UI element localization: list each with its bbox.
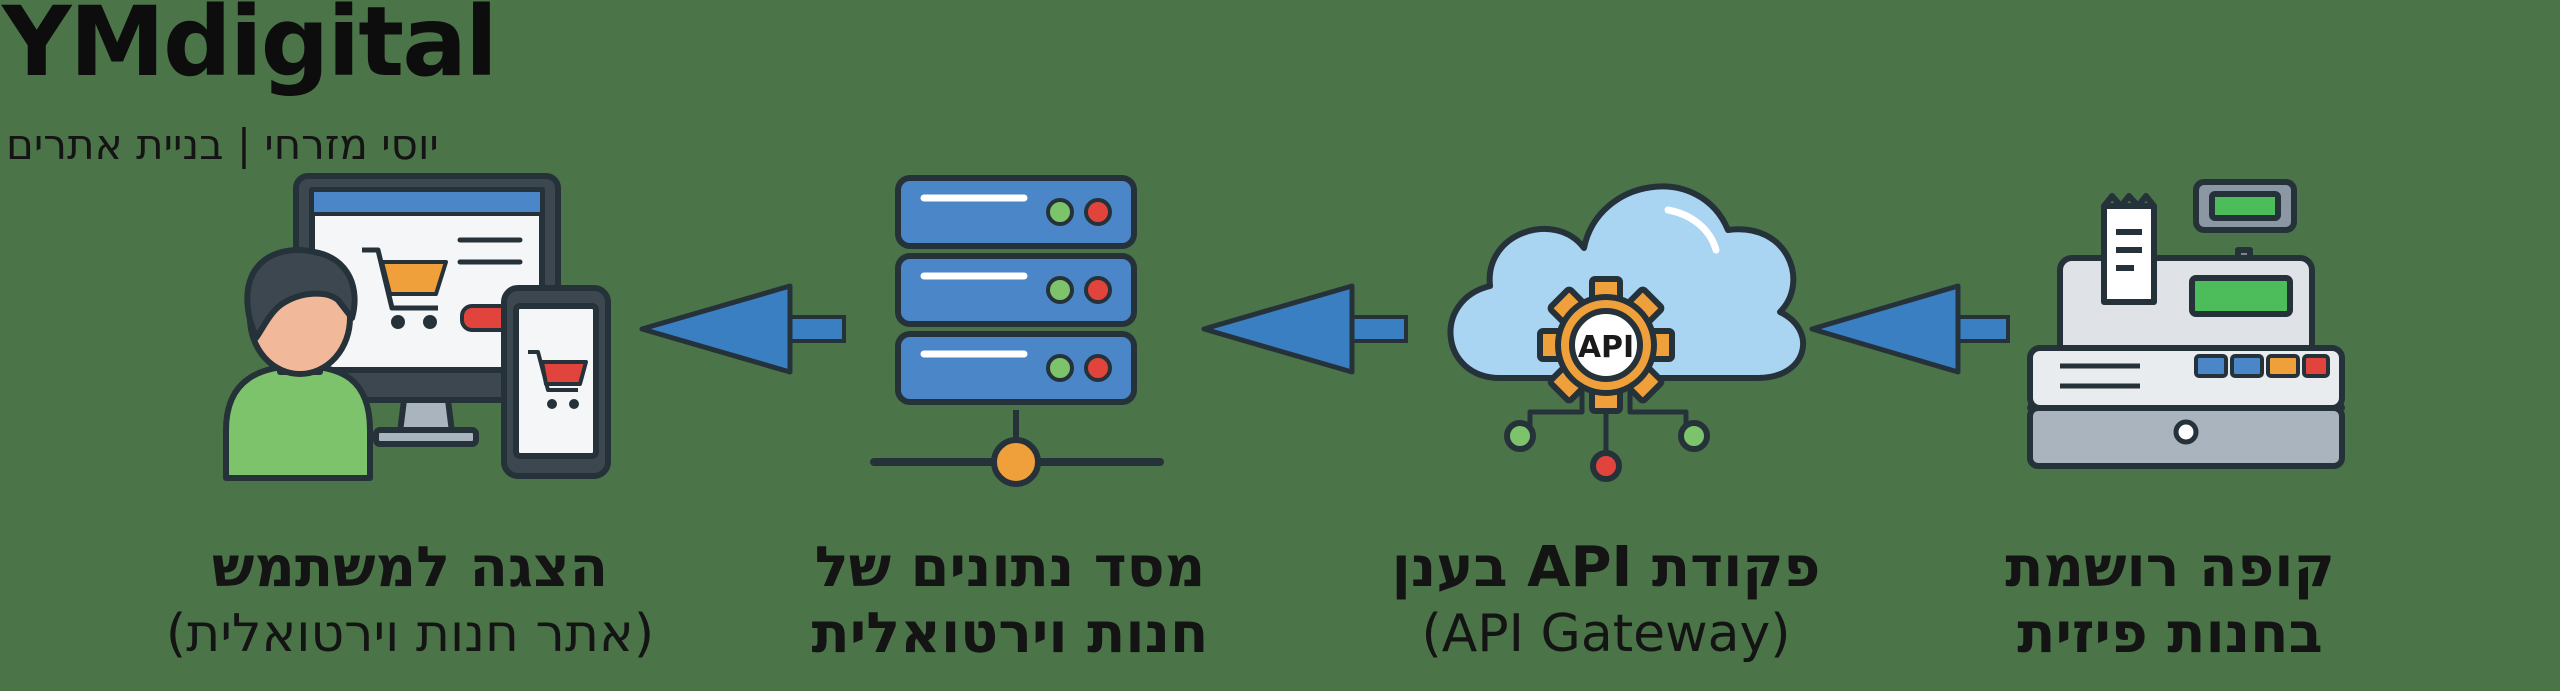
label-api-gateway-line1: פקודת API בענן [1391, 535, 1821, 600]
api-badge-text: API [1578, 330, 1634, 365]
label-cash-register-line1: קופה רושמת [2005, 535, 2335, 600]
cash-register-icon [2027, 179, 2345, 469]
label-api-gateway: פקודת API בענן (API Gateway) [1356, 535, 1856, 667]
label-api-gateway-line2: (API Gateway) [1421, 604, 1791, 664]
flow-arrow-1 [1809, 283, 2010, 375]
label-user-display-line1: הצגה למשתמש [211, 535, 609, 600]
brand-logo-text: YMdigital [2, 0, 498, 98]
tagline: יוסי מזרחי | בניית אתרים [6, 120, 439, 169]
label-database-line1: מסד נתונים של [814, 535, 1206, 600]
flow-arrow-3 [639, 283, 846, 375]
label-cash-register: קופה רושמת בחנות פיזית [1960, 535, 2380, 667]
flow-arrow-2 [1201, 283, 1408, 375]
user-computer-phone-icon [223, 173, 611, 481]
label-user-display: הצגה למשתמש (אתר חנות וירטואלית) [120, 535, 700, 667]
label-database: מסד נתונים של חנות וירטואלית [760, 535, 1260, 667]
cloud-api-gear-icon: API [1447, 183, 1807, 482]
label-database-line2: חנות וירטואלית [811, 601, 1209, 666]
label-user-display-line2: (אתר חנות וירטואלית) [165, 604, 655, 664]
label-cash-register-line2: בחנות פיזית [2017, 601, 2323, 666]
database-server-icon [870, 175, 1164, 487]
